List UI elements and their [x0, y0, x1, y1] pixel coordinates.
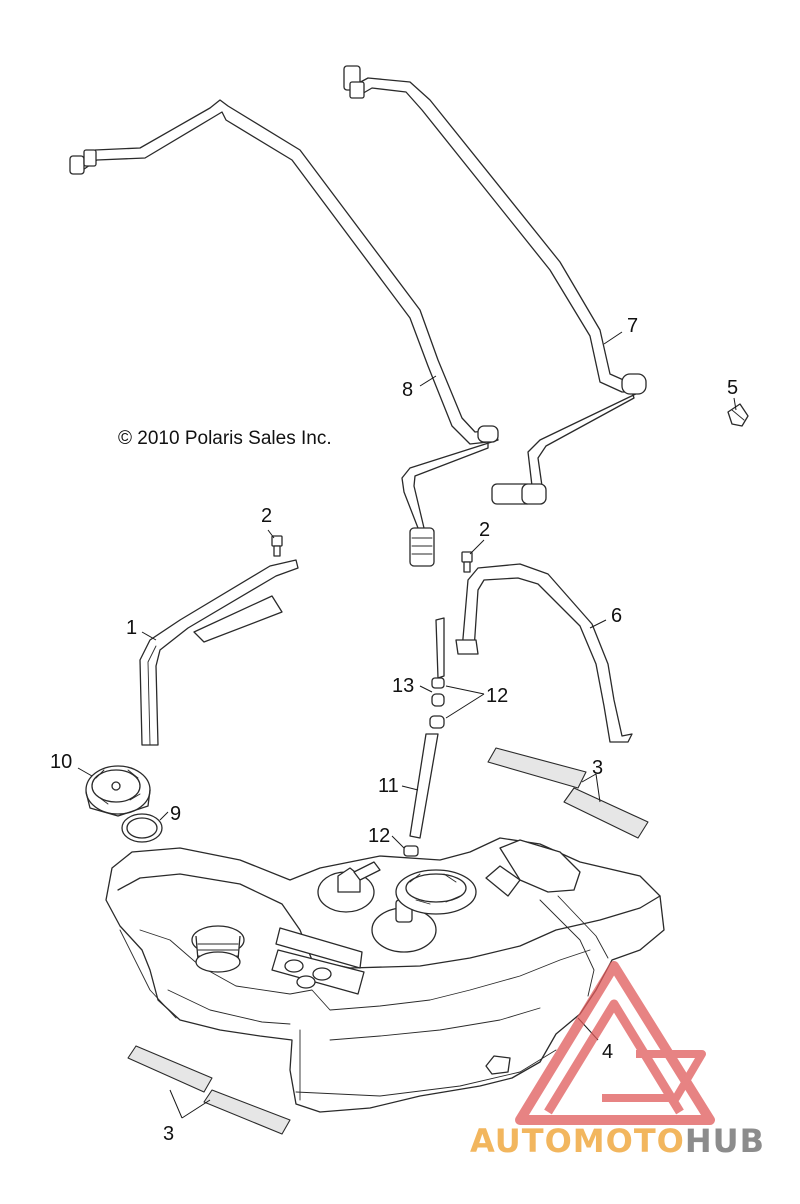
fuel-line-parts: [403, 617, 445, 857]
callout-3-bottom: 3: [163, 1123, 175, 1145]
callout-12-lower: 12: [368, 825, 391, 847]
callout-13: 13: [392, 675, 415, 697]
vent-hose-8: [69, 99, 499, 567]
callout-11: 11: [378, 775, 399, 797]
bolt-2-right: [461, 551, 473, 573]
callout-9: 9: [170, 803, 182, 825]
copyright-text: © 2010 Polaris Sales Inc.: [118, 428, 332, 449]
callout-12-upper: 12: [486, 685, 509, 707]
callout-2-right: 2: [479, 519, 491, 541]
o-ring-9: [121, 813, 163, 843]
pad-3-right: [487, 747, 649, 839]
strap-1: [139, 559, 299, 746]
callout-3-right: 3: [592, 757, 604, 779]
pad-3-bottom: [127, 1045, 291, 1135]
watermark-text-secondary: HUB: [684, 1122, 766, 1160]
watermark-text: AUTOMOTOHUB: [470, 1122, 765, 1160]
strap-6: [455, 563, 633, 743]
callout-10: 10: [50, 751, 73, 773]
callout-2-left: 2: [261, 505, 273, 527]
callout-4: 4: [602, 1041, 614, 1063]
callout-5: 5: [727, 377, 739, 399]
leader-lines: [77, 331, 737, 1119]
fuel-cap-10: [85, 765, 151, 817]
watermark-text-primary: AUTOMOTO: [470, 1122, 685, 1160]
vent-hose-7: [343, 65, 647, 505]
callout-1: 1: [126, 617, 138, 639]
bolt-2-left: [271, 535, 283, 557]
watermark-logo: [515, 961, 715, 1125]
clip-5: [727, 403, 749, 427]
callout-8: 8: [402, 379, 414, 401]
callout-6: 6: [611, 605, 623, 627]
callout-7: 7: [627, 315, 639, 337]
fuel-tank-4: [105, 837, 665, 1113]
